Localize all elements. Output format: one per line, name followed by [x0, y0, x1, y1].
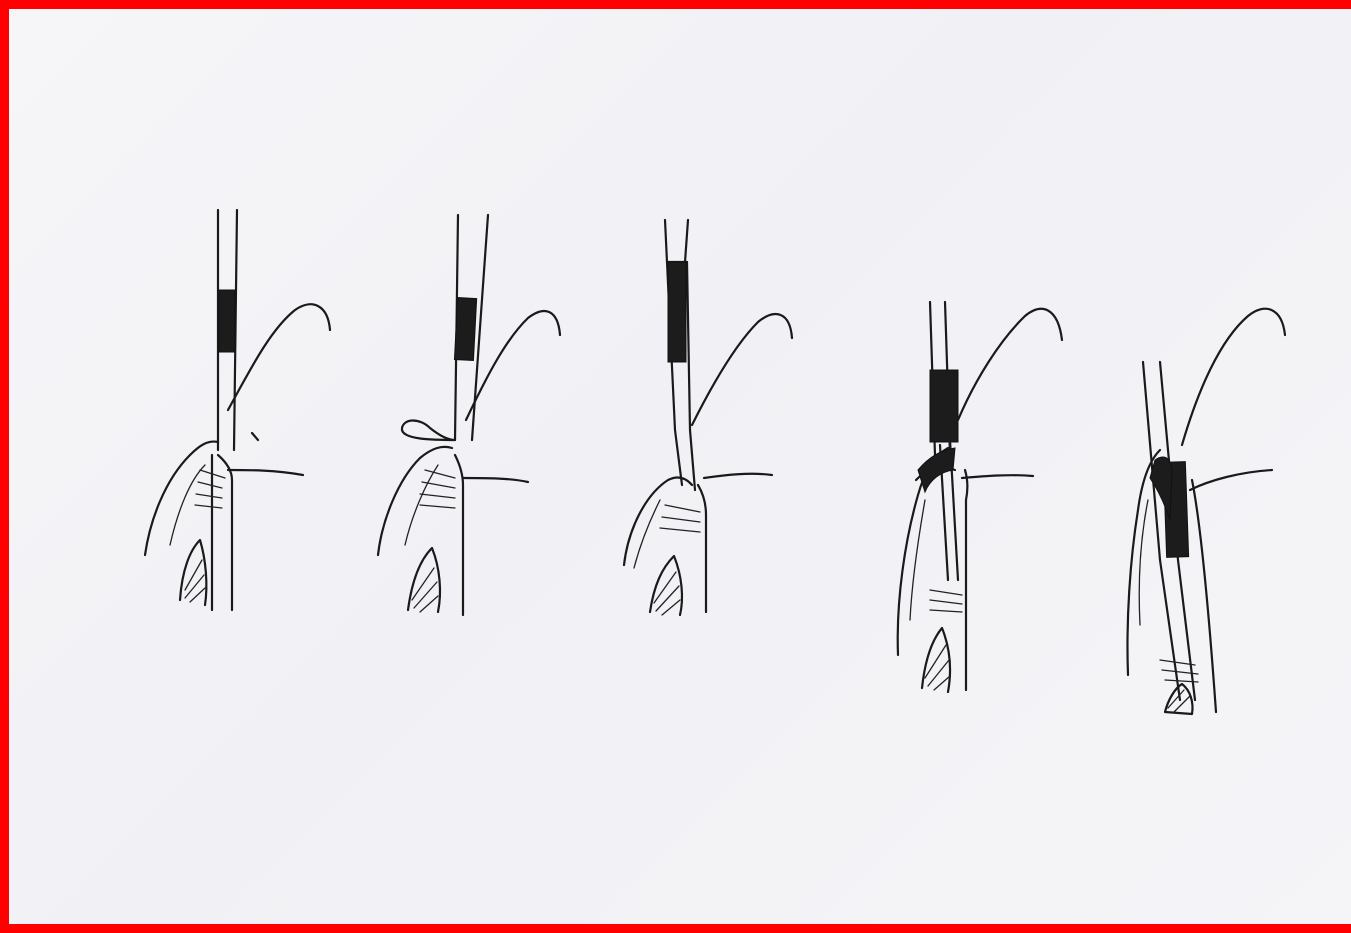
probe-marking-band-4: [930, 370, 958, 442]
tooth-crown-outline-5: [1182, 309, 1285, 445]
displaced-tissue-4: [918, 448, 955, 492]
tooth-crown-outline-3: [692, 314, 792, 425]
probe-instrument-5: [1143, 362, 1195, 700]
lifted-tissue-bubble: [402, 421, 455, 441]
tooth-crown-outline-4: [958, 309, 1062, 420]
probe-instrument-1: [218, 210, 237, 450]
gingiva-outline-3: [624, 478, 692, 565]
panel-4: [898, 302, 1062, 692]
panel-2: [378, 215, 560, 615]
probe-marking-band-2: [454, 298, 476, 361]
probe-instrument-3: [665, 220, 695, 490]
probe-instrument-2: [454, 215, 488, 440]
probe-marking-band-3: [668, 262, 686, 362]
probe-instrument-4: [930, 302, 958, 580]
probe-marking-band-1: [219, 290, 235, 352]
tooth-crown-outline-1: [228, 304, 330, 410]
panel-1: [145, 210, 330, 610]
gingiva-outline-2: [378, 447, 452, 555]
panel-5: [1127, 309, 1285, 714]
gingiva-outline-1: [145, 442, 218, 555]
panel-3: [624, 220, 792, 615]
